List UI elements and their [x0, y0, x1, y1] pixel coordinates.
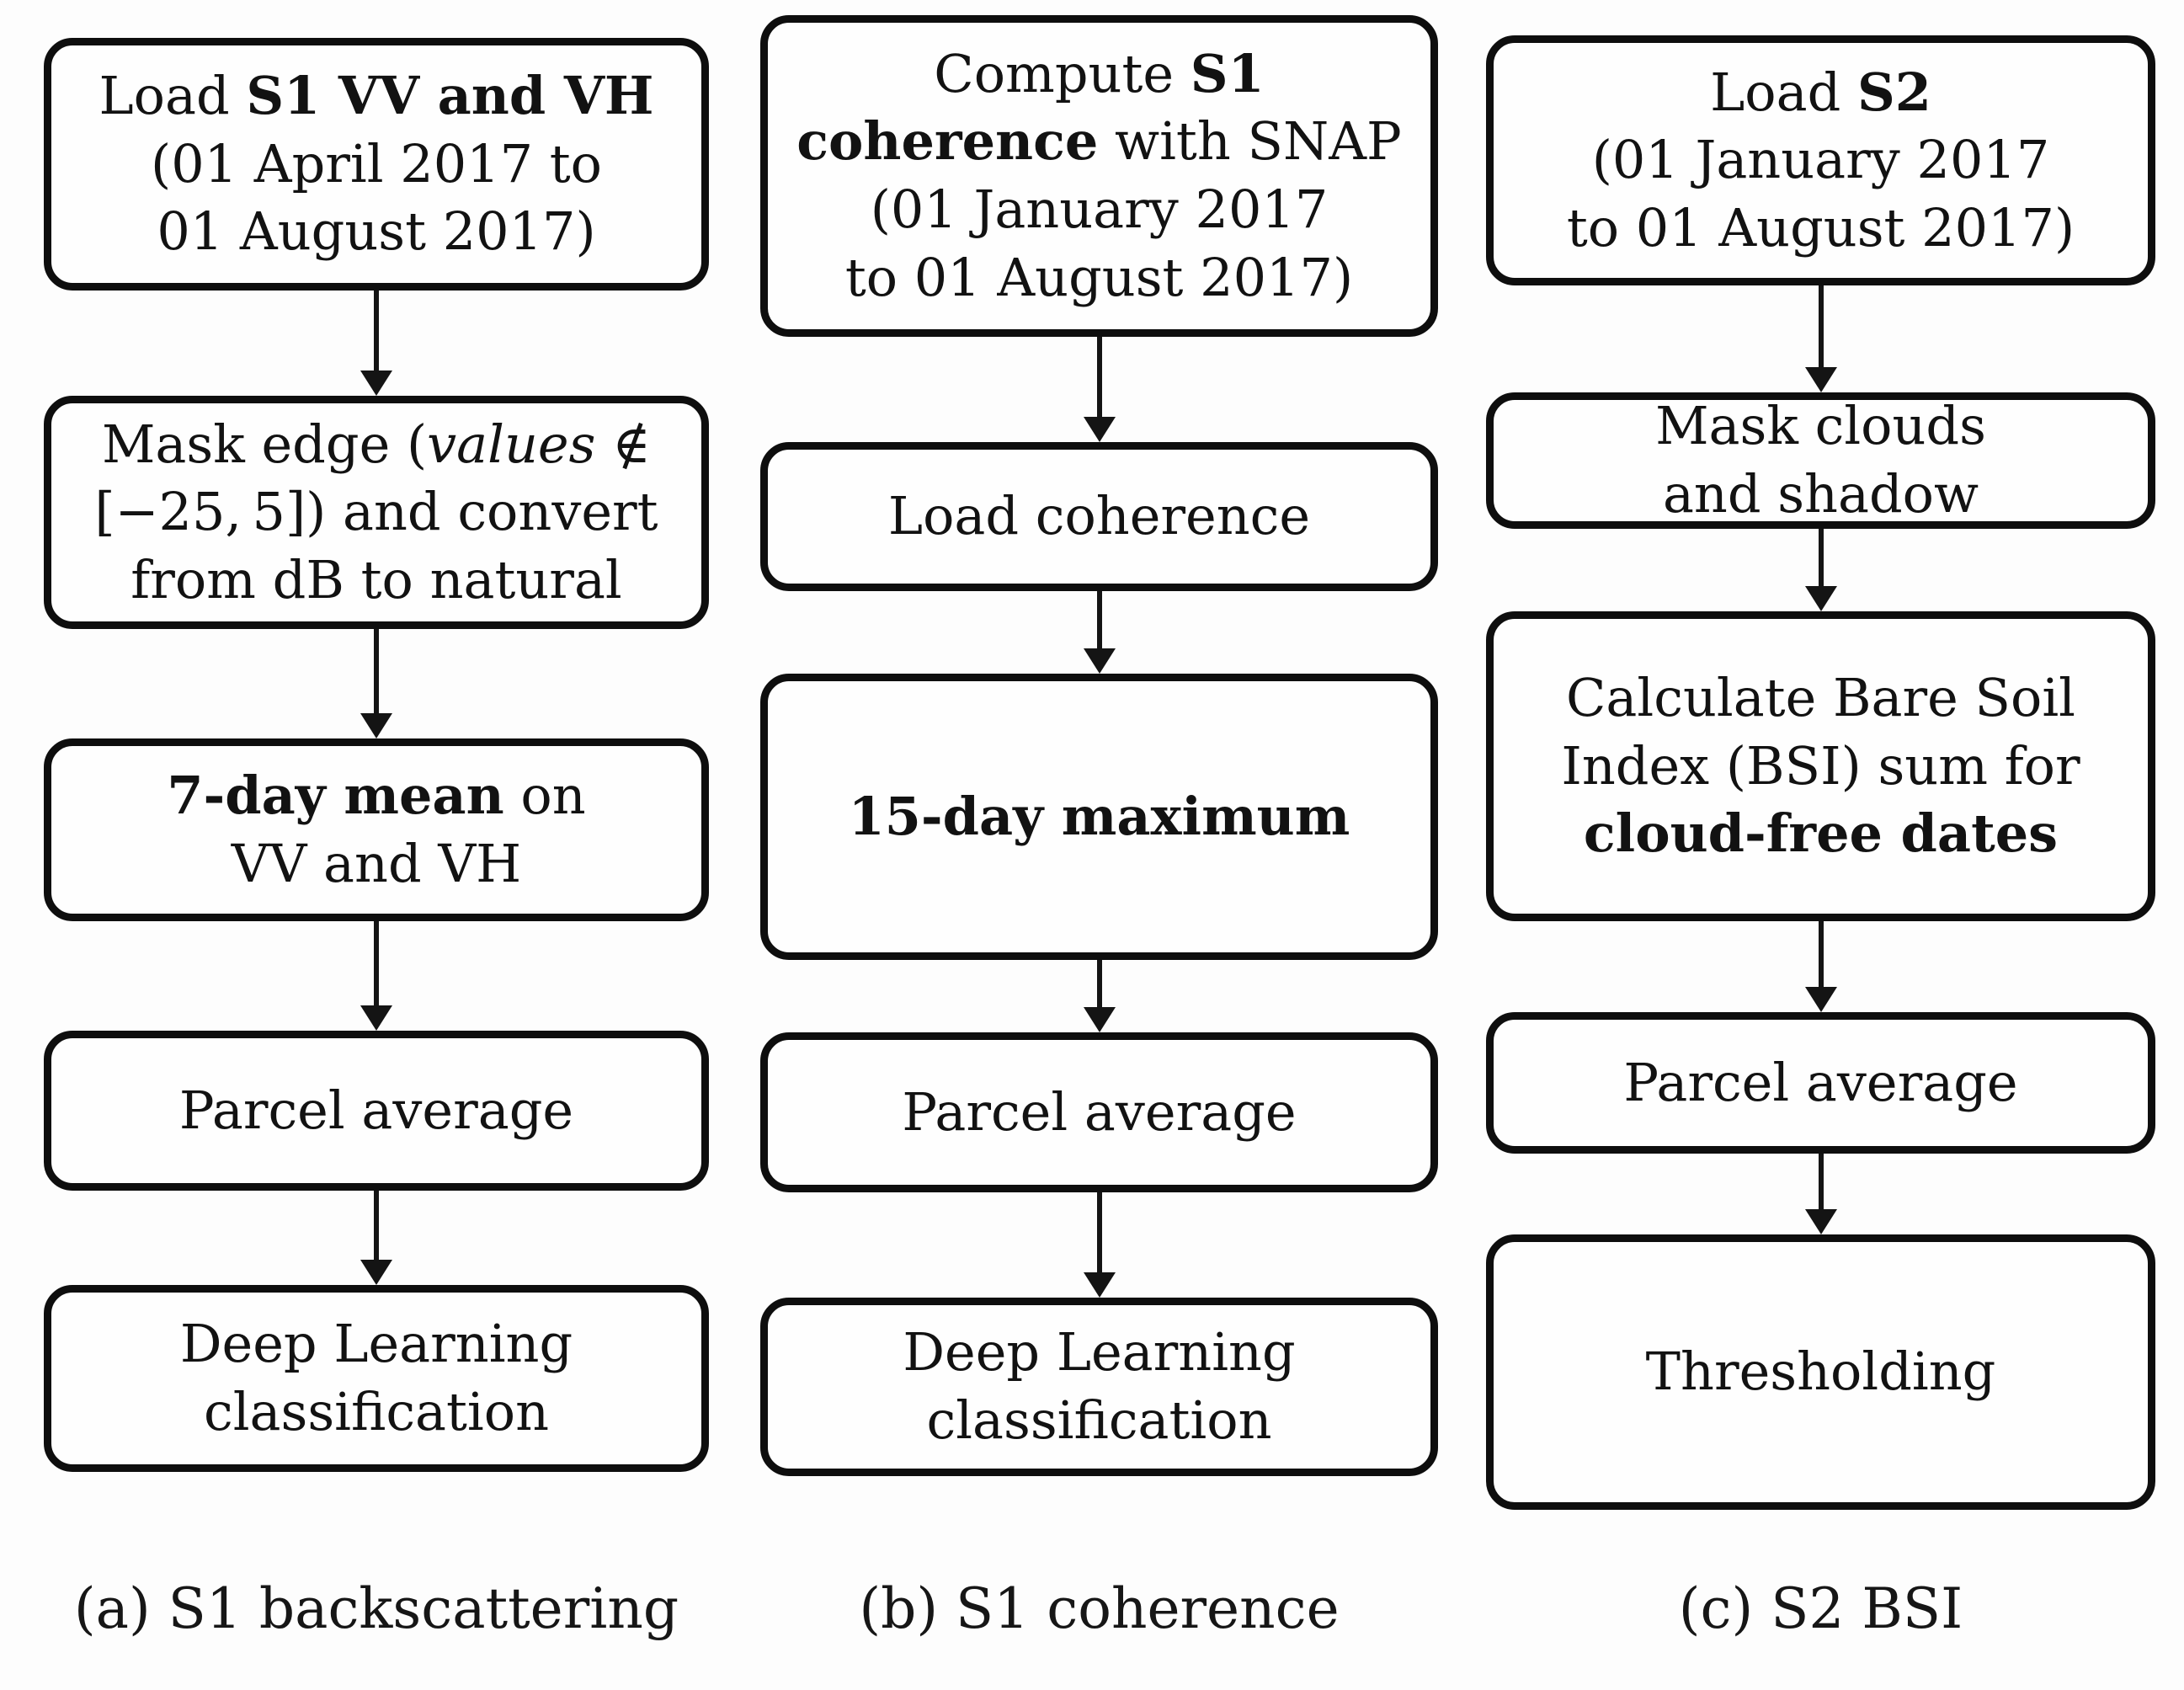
arrow-down-icon [360, 921, 393, 1031]
flow-box-thresholding: Thresholding [1486, 1234, 2155, 1510]
arrow-down-icon [1804, 529, 1838, 611]
box-text-line: Mask clouds [1655, 395, 1986, 457]
box-text-line: Parcel average [178, 1079, 574, 1141]
arrow-down-icon [360, 1191, 393, 1285]
box-text-line: Parcel average [1623, 1051, 2018, 1113]
arrow-down-icon [1804, 1154, 1838, 1234]
flow-box-15-day-maximum: 15-day maximum [760, 674, 1438, 960]
box-text-line: Load S2 [1710, 61, 1931, 123]
box-text-line: Deep Learning [903, 1321, 1296, 1383]
box-text-line: Compute S1 [934, 42, 1265, 104]
flow-box-parcel-average: Parcel average [760, 1032, 1438, 1192]
box-text-line: (01 January 2017 [1591, 129, 2050, 191]
box-text-line: Load coherence [887, 485, 1311, 547]
box-text-line: 01 August 2017) [157, 200, 596, 263]
arrow-down-icon [1804, 921, 1838, 1012]
box-text-line: [−25, 5]) and convert [94, 481, 658, 543]
flow-box-mask-edge-convert: Mask edge (values ∉[−25, 5]) and convert… [44, 396, 709, 629]
box-text-line: from dB to natural [131, 548, 622, 610]
arrow-down-icon [1083, 337, 1116, 442]
box-text-line: Thresholding [1645, 1341, 1996, 1403]
box-text-line: to 01 August 2017) [844, 246, 1354, 308]
box-text-line: (01 January 2017 [870, 179, 1329, 240]
box-text-line: 7-day mean on [167, 764, 586, 826]
box-text-line: classification [926, 1389, 1272, 1451]
box-text-line: to 01 August 2017) [1566, 196, 2075, 259]
arrow-down-icon [360, 291, 393, 396]
box-text-line: Parcel average [902, 1080, 1297, 1143]
flow-box-parcel-average: Parcel average [1486, 1012, 2155, 1154]
box-text-line: classification [203, 1381, 550, 1442]
flow-box-load-coherence: Load coherence [760, 442, 1438, 591]
caption-s1-backscattering: (a) S1 backscattering [73, 1576, 679, 1641]
box-text-line: Deep Learning [179, 1313, 573, 1375]
box-text-line: (01 April 2017 to [151, 132, 602, 195]
box-text-line: and shadow [1662, 463, 1979, 525]
box-text-line: 15-day maximum [848, 785, 1350, 847]
arrow-down-icon [360, 629, 393, 738]
box-text-line: coherence with SNAP [796, 110, 1402, 173]
arrow-down-icon [1804, 285, 1838, 392]
box-text-line: Index (BSI) sum for [1561, 734, 2080, 797]
caption-s1-coherence: (b) S1 coherence [859, 1576, 1340, 1641]
box-text-line: cloud-free dates [1583, 802, 2059, 865]
arrow-down-icon [1083, 591, 1116, 674]
box-text-line: Mask edge (values ∉ [101, 413, 652, 475]
arrow-down-icon [1083, 1192, 1116, 1298]
box-text-line: Load S1 VV and VH [99, 65, 654, 127]
caption-s2-bsi: (c) S2 BSI [1678, 1576, 1963, 1641]
flow-box-parcel-average: Parcel average [44, 1031, 709, 1191]
box-text-line: Calculate Bare Soil [1565, 667, 2075, 729]
box-text-line: VV and VH [231, 832, 522, 894]
arrow-down-icon [1083, 960, 1116, 1032]
